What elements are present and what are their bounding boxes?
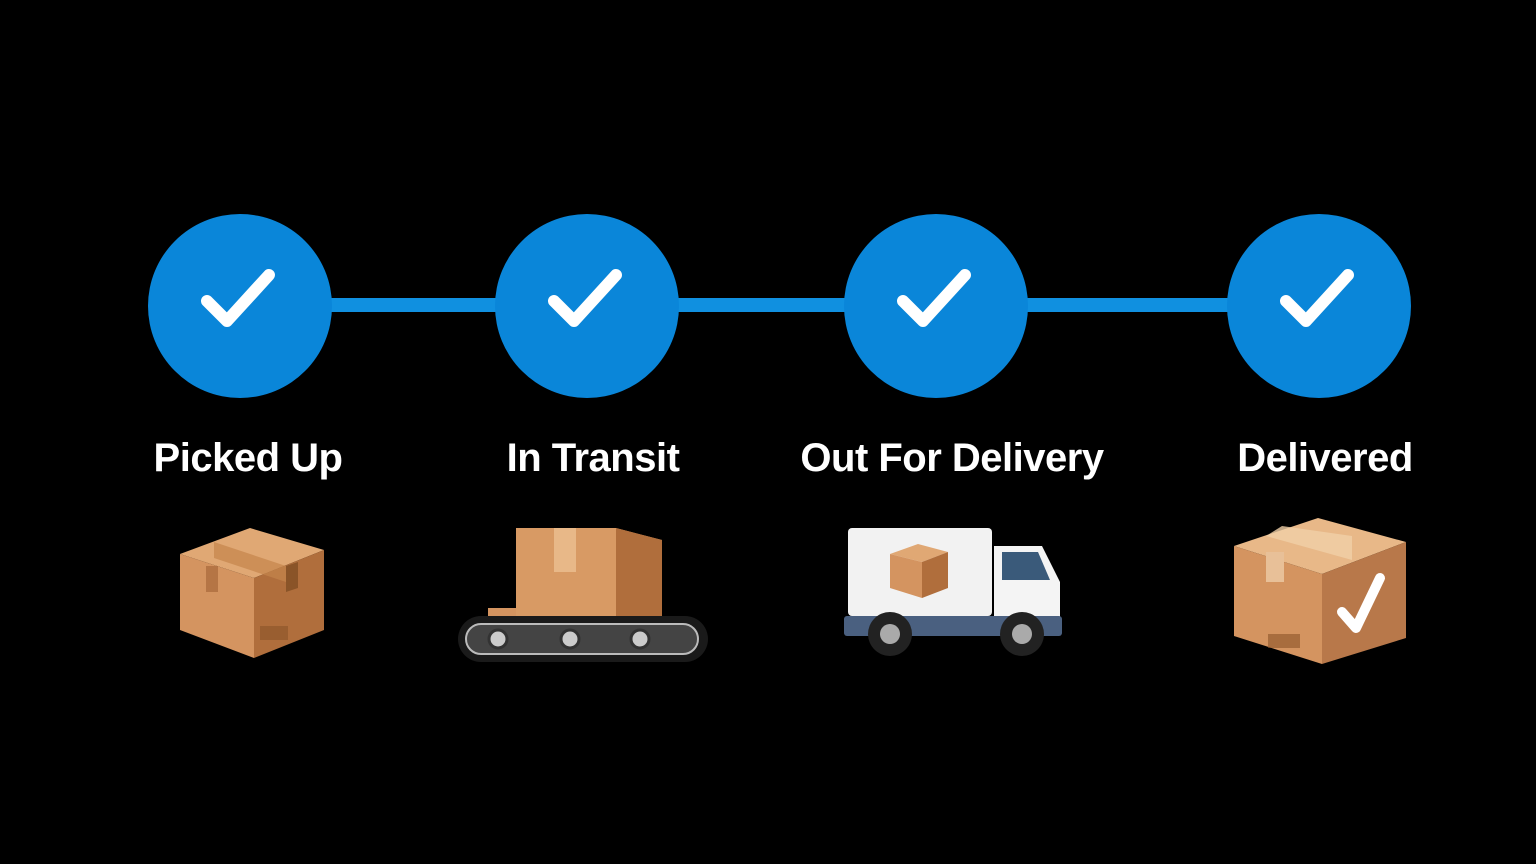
delivery-truck-icon bbox=[844, 528, 1062, 656]
checkmark-icon bbox=[548, 269, 622, 327]
checkmark-icon bbox=[201, 269, 275, 327]
step-label: Delivered bbox=[1237, 436, 1413, 480]
step-circle-out-for-delivery bbox=[844, 214, 1028, 398]
package-box-icon bbox=[180, 528, 324, 658]
connector-line bbox=[330, 298, 500, 312]
step-circle-picked-up bbox=[148, 214, 332, 398]
connector-line bbox=[1026, 298, 1231, 312]
step-circle-in-transit bbox=[495, 214, 679, 398]
step-label: Out For Delivery bbox=[800, 436, 1104, 480]
connector-line bbox=[677, 298, 849, 312]
conveyor-belt-box-icon bbox=[458, 528, 708, 662]
step-label: Picked Up bbox=[153, 436, 343, 480]
step-circle-delivered bbox=[1227, 214, 1411, 398]
step-label: In Transit bbox=[506, 436, 680, 480]
checkmark-icon bbox=[897, 269, 971, 327]
delivered-box-check-icon bbox=[1234, 518, 1406, 664]
checkmark-icon bbox=[1280, 269, 1354, 327]
